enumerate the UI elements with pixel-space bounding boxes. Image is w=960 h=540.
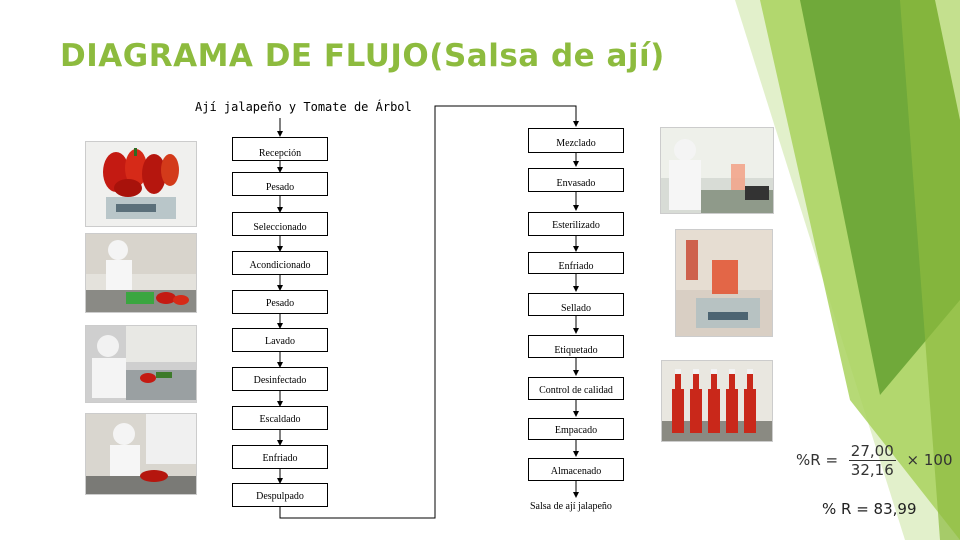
step-label: Pesado — [265, 298, 295, 309]
step-label: Seleccionado — [253, 222, 307, 233]
step-enfriado-1: Enfriado — [232, 445, 328, 469]
step-label: Lavado — [265, 336, 295, 347]
end-label: Salsa de ají jalapeño — [530, 501, 612, 512]
step-lavado: Lavado — [232, 328, 328, 352]
step-label: Enfriado — [262, 453, 298, 464]
step-etiquetado: Etiquetado — [528, 335, 624, 358]
step-label: Recepción — [258, 148, 302, 159]
photo-worker-washing — [85, 325, 197, 403]
photo-peppers-on-scale — [85, 141, 197, 227]
photo-sauce-bottles — [661, 360, 773, 442]
formula-fraction: 27,00 32,16 — [848, 442, 896, 479]
step-desinfectado: Desinfectado — [232, 367, 328, 391]
step-label: Etiquetado — [554, 345, 598, 356]
formula-denominator: 32,16 — [850, 461, 894, 479]
step-enfriado-2: Enfriado — [528, 252, 624, 274]
step-label: Control de calidad — [539, 385, 613, 396]
step-despulpado: Despulpado — [232, 483, 328, 507]
photo-worker-blanching — [85, 413, 197, 495]
step-label: Mezclado — [556, 138, 596, 149]
step-esterilizado: Esterilizado — [528, 212, 624, 236]
formula-multiplier: × 100 — [906, 451, 953, 469]
step-label: Esterilizado — [552, 220, 600, 231]
step-label: Desinfectado — [253, 375, 307, 386]
formula-numerator: 27,00 — [848, 442, 896, 461]
step-label: Escaldado — [259, 414, 301, 425]
step-envasado: Envasado — [528, 168, 624, 192]
step-label: Envasado — [556, 178, 596, 189]
step-escaldado: Escaldado — [232, 406, 328, 430]
photo-worker-cutting-peppers — [85, 233, 197, 313]
step-label: Almacenado — [550, 466, 602, 477]
step-label: Acondicionado — [249, 260, 311, 271]
step-label: Sellado — [561, 303, 591, 314]
step-pesado-2: Pesado — [232, 290, 328, 314]
step-sellado: Sellado — [528, 293, 624, 316]
step-empacado: Empacado — [528, 418, 624, 440]
photo-jar-on-scale — [675, 229, 773, 337]
formula-lhs: %R = — [796, 451, 839, 469]
step-recepcion: Recepción — [232, 137, 328, 161]
step-acondicionado: Acondicionado — [232, 251, 328, 275]
step-label: Pesado — [265, 182, 295, 193]
start-label: Ají jalapeño y Tomate de Árbol — [195, 100, 412, 114]
step-almacenado: Almacenado — [528, 458, 624, 481]
step-control-de-calidad: Control de calidad — [528, 377, 624, 400]
step-label: Enfriado — [558, 261, 594, 272]
yield-formula: %R = 27,00 32,16 × 100 — [796, 442, 953, 479]
step-label: Despulpado — [256, 491, 304, 502]
step-pesado-1: Pesado — [232, 172, 328, 196]
step-mezclado: Mezclado — [528, 128, 624, 153]
yield-result: % R = 83,99 — [822, 500, 917, 518]
step-seleccionado: Seleccionado — [232, 212, 328, 236]
slide-title: DIAGRAMA DE FLUJO(Salsa de ají) — [60, 38, 665, 74]
step-label: Empacado — [554, 425, 598, 436]
photo-blender-mixing — [660, 127, 774, 214]
